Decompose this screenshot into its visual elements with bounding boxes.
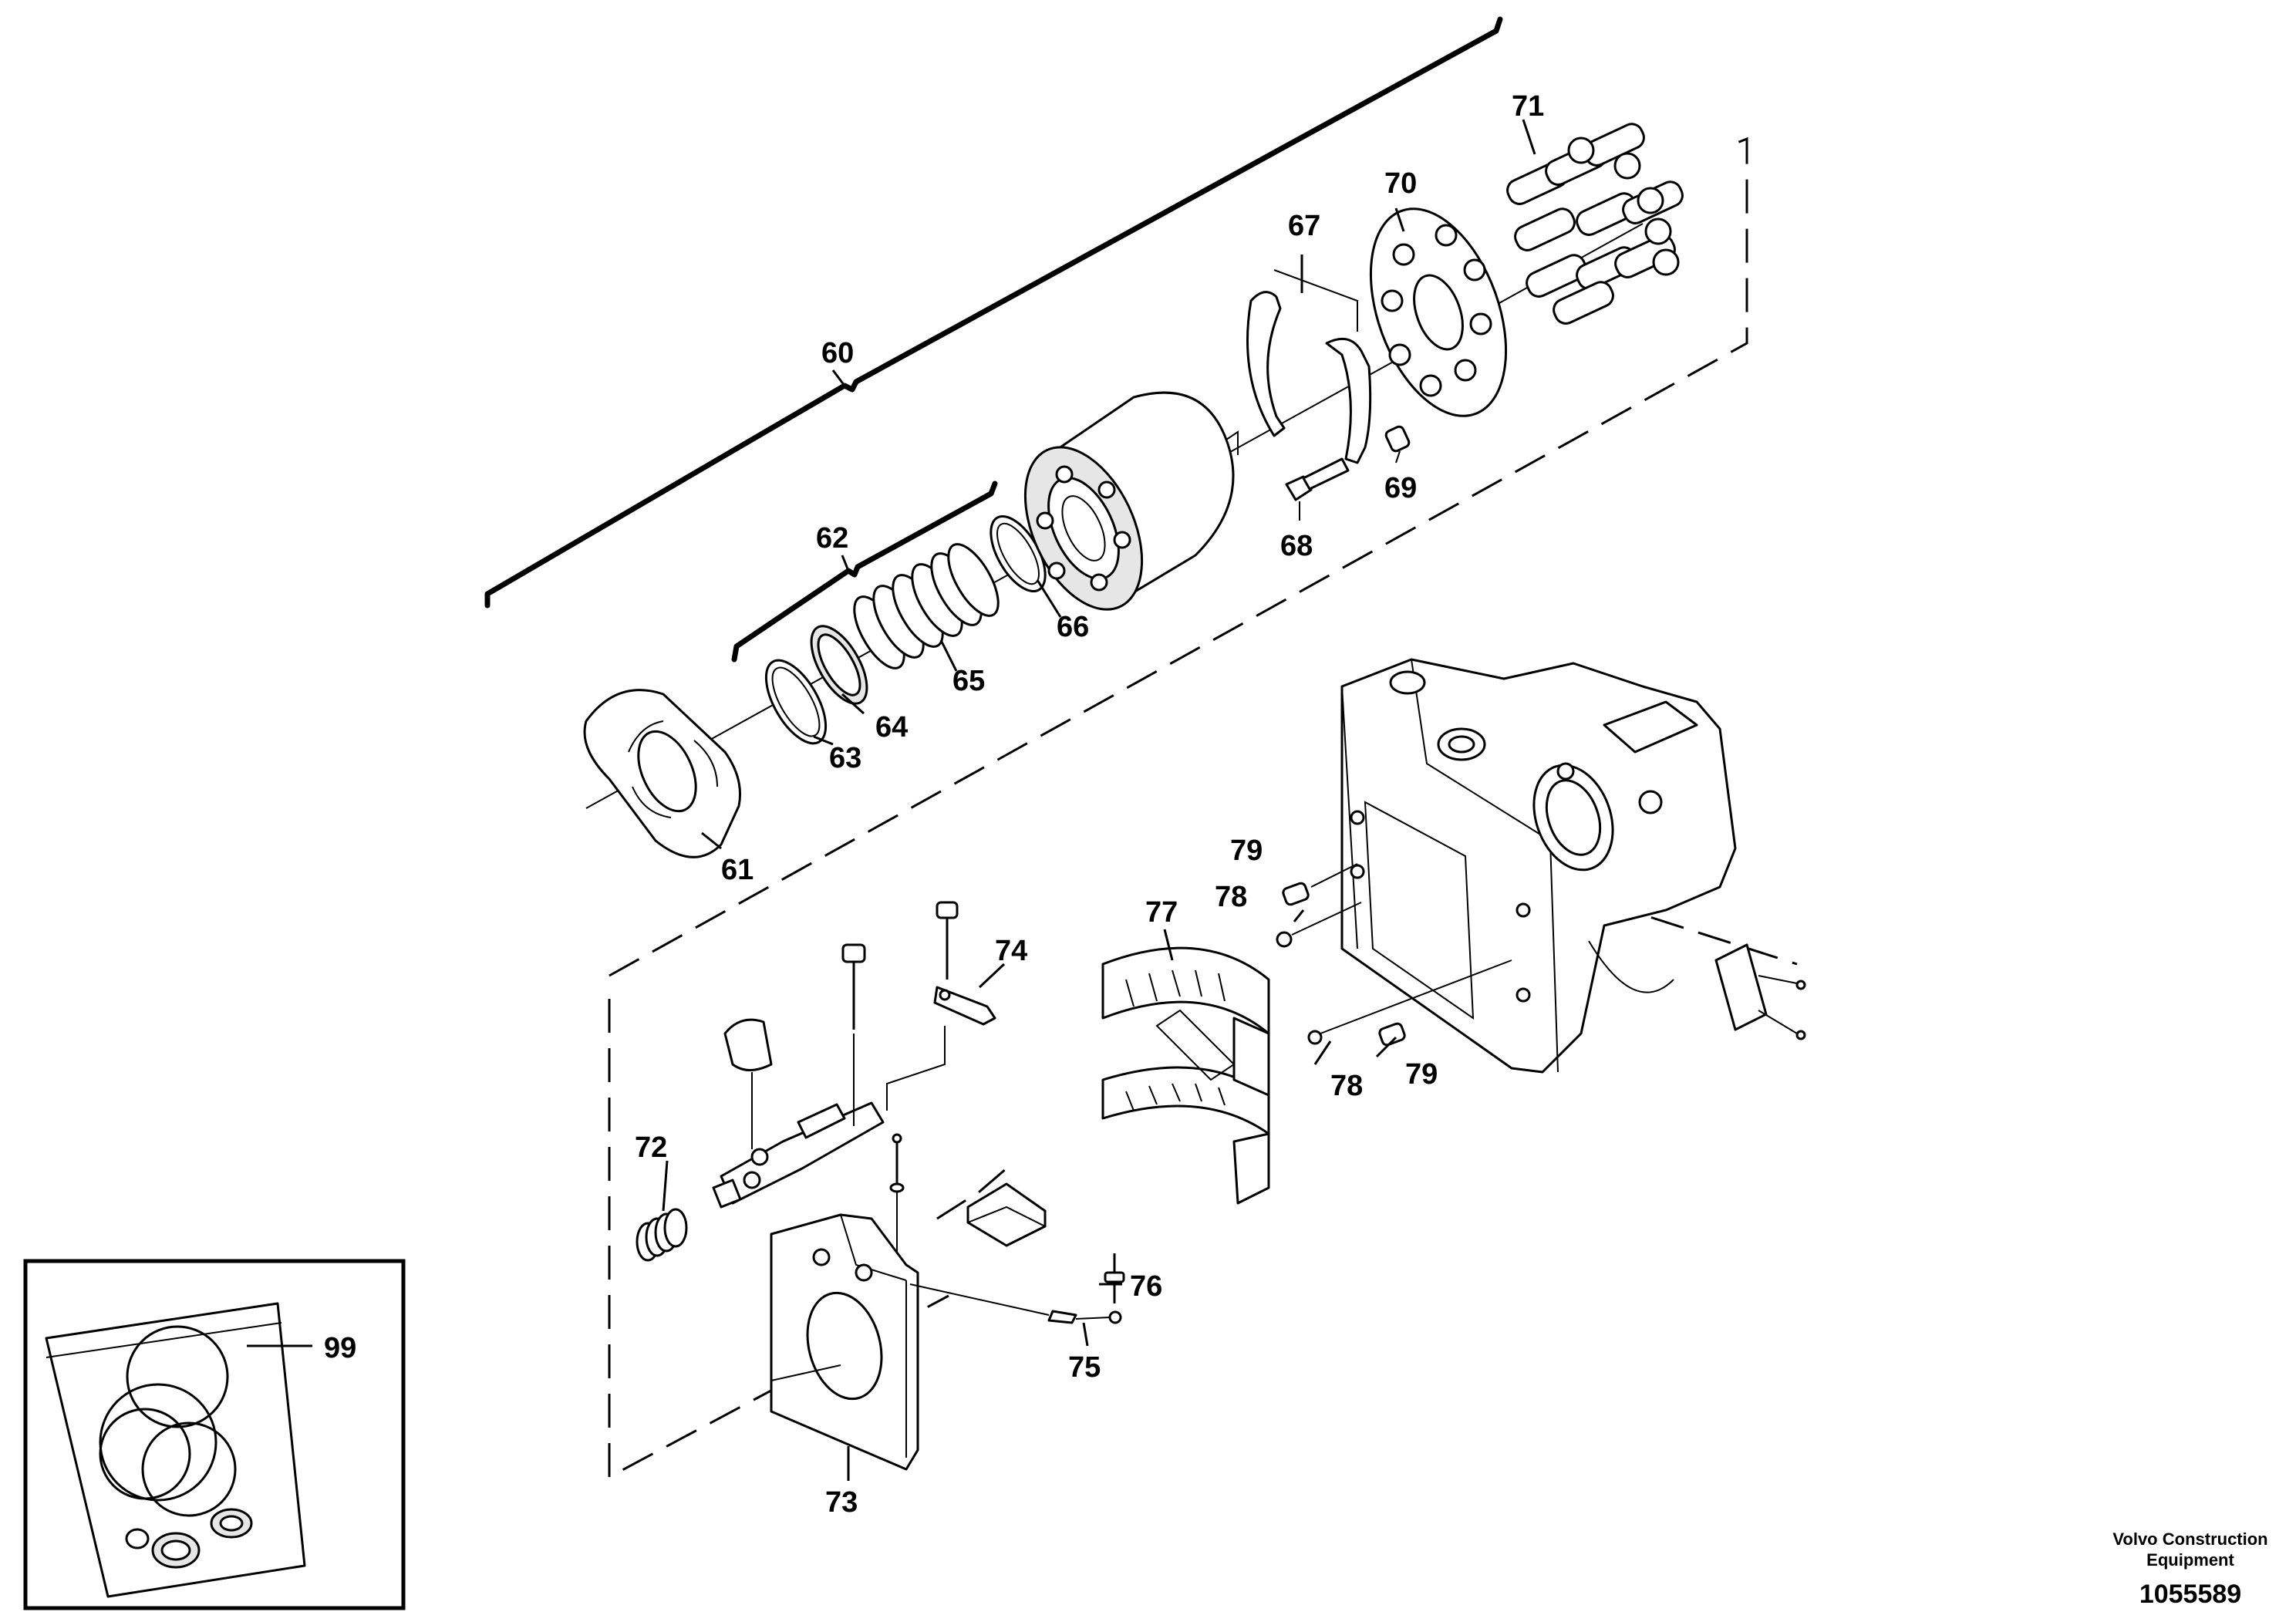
brace-62 xyxy=(731,481,998,663)
label-70: 70 xyxy=(1384,167,1417,200)
part-63-ring xyxy=(764,659,828,745)
label-77: 77 xyxy=(1145,896,1178,929)
part-79-plug-upper xyxy=(1282,863,1358,906)
leader-lines xyxy=(247,119,1536,1481)
label-74: 74 xyxy=(995,935,1027,967)
label-69: 69 xyxy=(1384,472,1417,504)
part-64-ring xyxy=(810,625,868,705)
label-63: 63 xyxy=(829,742,861,774)
label-79-lower: 79 xyxy=(1405,1058,1438,1091)
label-71: 71 xyxy=(1512,90,1544,123)
label-64: 64 xyxy=(875,711,908,744)
part-69-pin xyxy=(1384,425,1411,464)
side-cover-plate xyxy=(1714,943,1806,1040)
dashed-envelope-lower xyxy=(608,999,949,1479)
part-78-plug-upper xyxy=(1276,902,1362,948)
part-74-link xyxy=(886,901,996,1111)
label-62: 62 xyxy=(816,522,848,555)
label-75: 75 xyxy=(1068,1351,1101,1384)
label-79-upper: 79 xyxy=(1230,835,1263,867)
label-76: 76 xyxy=(1130,1270,1162,1303)
part-67-guide xyxy=(1246,269,1372,464)
part-65-spring xyxy=(853,543,1000,669)
part-79-plug-lower xyxy=(1378,1022,1406,1047)
label-60: 60 xyxy=(821,337,854,369)
part-70-retainer-plate xyxy=(1369,207,1508,417)
footer-company-line1: Volvo Construction xyxy=(2112,1529,2267,1549)
label-73: 73 xyxy=(825,1486,858,1519)
label-66: 66 xyxy=(1057,611,1089,643)
part-78-plug-lower xyxy=(1307,959,1512,1045)
cylinder-block xyxy=(1023,391,1239,611)
label-99: 99 xyxy=(324,1332,356,1364)
part-72-servo-assembly xyxy=(636,1018,885,1262)
part-71-pistons xyxy=(1506,123,1684,325)
label-78-lower: 78 xyxy=(1330,1070,1363,1102)
part-73-cover-block xyxy=(770,1213,919,1471)
label-78-upper: 78 xyxy=(1215,881,1247,913)
part-75-link-cable xyxy=(909,1283,1122,1324)
part-99-seal-kit xyxy=(23,1259,406,1610)
part-76-screw xyxy=(1104,1253,1125,1303)
label-65: 65 xyxy=(952,665,985,697)
footer-company-line2: Equipment xyxy=(2146,1550,2234,1570)
label-68: 68 xyxy=(1280,530,1313,562)
part-68-bolt xyxy=(1285,457,1350,521)
brace-60 xyxy=(484,16,1503,609)
small-plate xyxy=(936,1167,1047,1247)
pump-housing xyxy=(1340,658,1737,1074)
part-61-valve-plate xyxy=(583,689,742,858)
spring-72 xyxy=(636,1208,688,1262)
footer-drawing-number: 1055589 xyxy=(2139,1580,2241,1609)
label-72: 72 xyxy=(635,1131,667,1164)
dashed-envelope-upper xyxy=(609,137,1748,977)
part-77-sleeve xyxy=(1101,946,1270,1205)
label-67: 67 xyxy=(1288,210,1320,242)
label-61: 61 xyxy=(721,854,754,886)
bolt-servo-a xyxy=(841,943,866,1126)
